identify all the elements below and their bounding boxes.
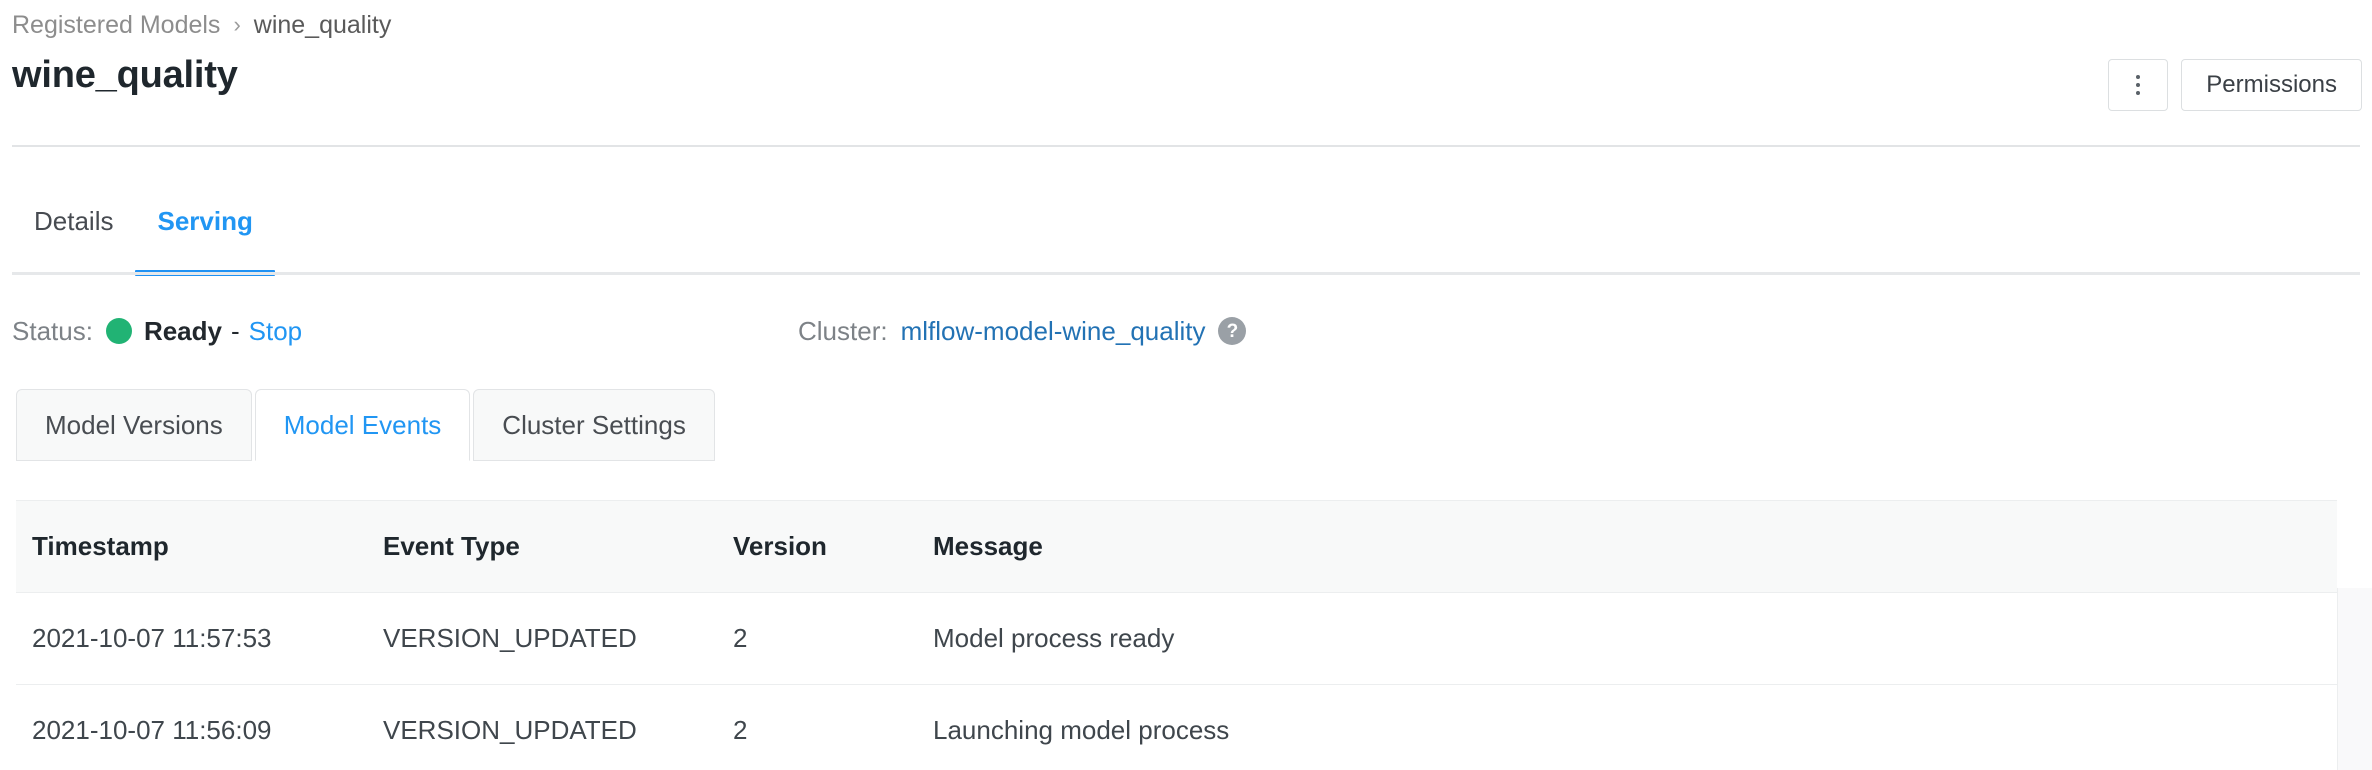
help-icon[interactable]: ? <box>1218 317 1247 345</box>
model-events-table-wrapper: Timestamp Event Type Version Message 202… <box>16 500 2372 770</box>
column-header-message[interactable]: Message <box>933 500 2337 593</box>
model-events-table: Timestamp Event Type Version Message 202… <box>16 500 2337 770</box>
breadcrumb-current: wine_quality <box>253 10 392 39</box>
overflow-menu-button[interactable] <box>2108 59 2169 111</box>
cell-event-type: VERSION_UPDATED <box>383 684 733 770</box>
kebab-icon <box>2136 75 2141 95</box>
status-separator: - <box>230 315 240 346</box>
status-indicator-icon <box>105 318 132 344</box>
cell-version: 2 <box>733 592 933 685</box>
chevron-right-icon: › <box>233 12 241 37</box>
title-actions: Permissions <box>2108 52 2362 118</box>
permissions-button[interactable]: Permissions <box>2181 59 2362 111</box>
column-header-event-type[interactable]: Event Type <box>383 500 733 593</box>
page-title: wine_quality <box>12 54 238 96</box>
stop-link[interactable]: Stop <box>248 315 303 346</box>
cell-timestamp: 2021-10-07 11:57:53 <box>16 592 383 685</box>
breadcrumb: Registered Models › wine_quality <box>12 8 391 42</box>
status-label: Status: <box>12 315 93 346</box>
title-row: wine_quality Permissions <box>0 52 2372 122</box>
subtab-model-versions[interactable]: Model Versions <box>16 389 252 461</box>
table-row[interactable]: 2021-10-07 11:56:09 VERSION_UPDATED 2 La… <box>16 684 2337 770</box>
subtab-cluster-settings[interactable]: Cluster Settings <box>473 389 715 461</box>
table-vertical-scrollbar[interactable] <box>2337 588 2372 770</box>
cell-message: Model process ready <box>933 592 2337 685</box>
cell-event-type: VERSION_UPDATED <box>383 592 733 685</box>
cluster-label: Cluster: <box>798 315 888 346</box>
subtab-model-events[interactable]: Model Events <box>254 389 471 461</box>
table-row[interactable]: 2021-10-07 11:57:53 VERSION_UPDATED 2 Mo… <box>16 592 2337 685</box>
tab-details[interactable]: Details <box>34 206 114 236</box>
column-header-timestamp[interactable]: Timestamp <box>16 500 383 593</box>
tab-serving[interactable]: Serving <box>135 200 276 276</box>
column-header-version[interactable]: Version <box>733 500 933 593</box>
header-divider <box>12 145 2360 147</box>
primary-tabs-underline <box>12 272 2360 275</box>
table-body: 2021-10-07 11:57:53 VERSION_UPDATED 2 Mo… <box>16 592 2337 770</box>
table-head: Timestamp Event Type Version Message <box>16 500 2337 593</box>
cell-version: 2 <box>733 684 933 770</box>
table-header-row: Timestamp Event Type Version Message <box>16 500 2337 593</box>
status-value: Ready <box>143 315 222 346</box>
serving-subtabs: Model Versions Model Events Cluster Sett… <box>16 389 715 461</box>
cell-message: Launching model process <box>933 684 2337 770</box>
primary-tabs: Details Serving <box>12 200 276 278</box>
cell-timestamp: 2021-10-07 11:56:09 <box>16 684 383 770</box>
cluster-link[interactable]: mlflow-model-wine_quality <box>900 315 1206 346</box>
breadcrumb-link-registered-models[interactable]: Registered Models <box>12 10 221 39</box>
cluster-row: Cluster: mlflow-model-wine_quality ? <box>798 312 1247 350</box>
status-row: Status: Ready - Stop <box>12 312 302 350</box>
